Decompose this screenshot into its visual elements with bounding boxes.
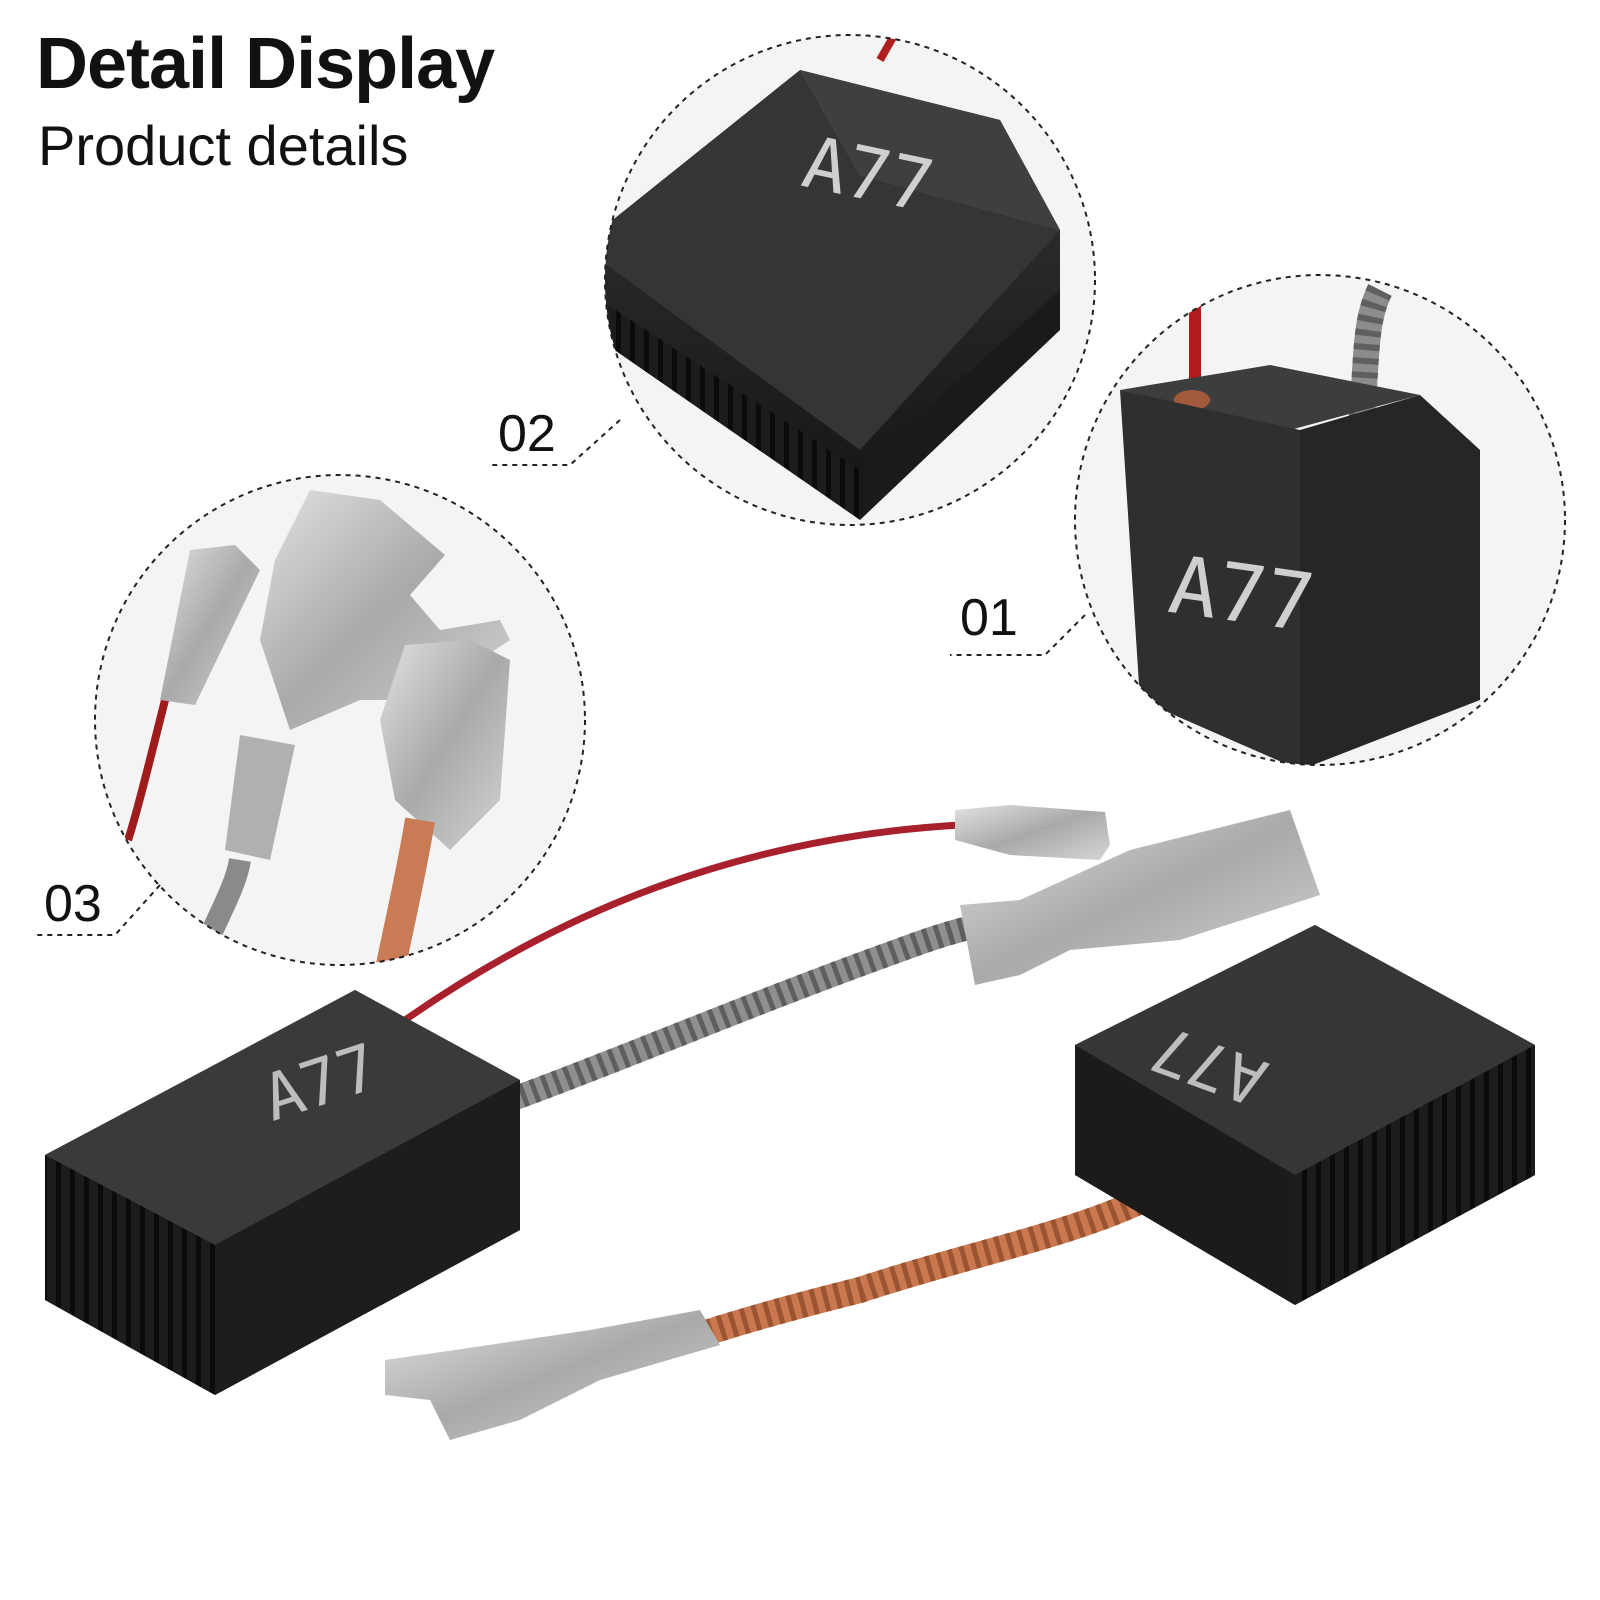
detail-circle-02: A77	[490, 34, 1096, 526]
detail-circle-01: A77	[950, 274, 1566, 766]
callout-label-01: 01	[960, 589, 1018, 647]
detail-circle-03	[35, 474, 586, 966]
callout-label-02: 02	[498, 405, 556, 463]
brush-marking-01: A77	[1164, 538, 1320, 650]
carbon-brush-right: A77	[385, 925, 1535, 1440]
carbon-brush-left: A77	[45, 805, 1320, 1395]
page-title: Detail Display	[36, 24, 495, 104]
page-subtitle: Product details	[38, 114, 409, 177]
callout-label-03: 03	[44, 875, 102, 933]
